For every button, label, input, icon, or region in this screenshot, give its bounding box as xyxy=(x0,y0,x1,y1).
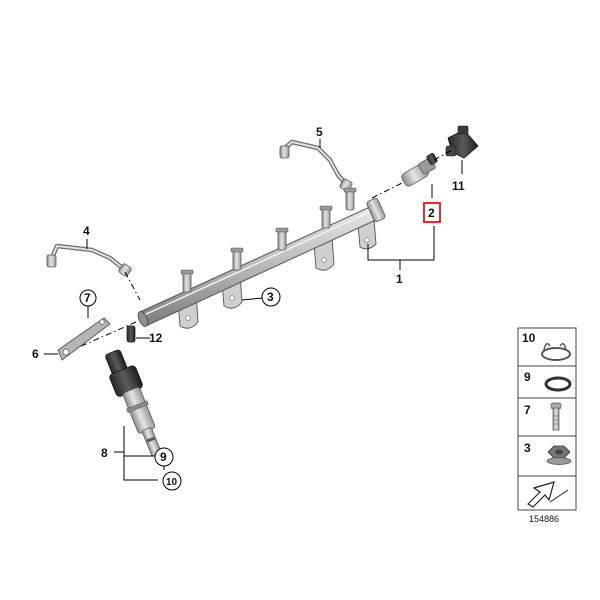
legend-cell-10 xyxy=(517,327,577,367)
direction-arrow-icon xyxy=(527,481,569,508)
assembly-lines xyxy=(69,149,453,352)
legend-cell-9 xyxy=(517,365,577,399)
legend-number-10: 10 xyxy=(522,331,536,345)
leader-lines xyxy=(44,139,463,481)
callout-8: 8 xyxy=(101,446,108,460)
bracket-6 xyxy=(57,317,111,361)
sleeve-12 xyxy=(126,325,136,343)
stud-bolt-icon xyxy=(550,402,562,431)
callout-10-ring xyxy=(162,471,182,491)
hex-nut-icon xyxy=(546,445,572,465)
callout-12: 12 xyxy=(149,331,163,345)
high-pressure-line-4 xyxy=(46,243,132,277)
clamp-ring-icon xyxy=(541,343,571,361)
callout-1: 1 xyxy=(396,272,403,286)
callout-11: 11 xyxy=(452,179,465,193)
legend-number-9: 9 xyxy=(524,370,531,384)
callout-2: 2 xyxy=(428,206,435,220)
callout-4: 4 xyxy=(83,224,90,238)
seal-ring-icon xyxy=(544,376,572,392)
fuel-rail xyxy=(137,187,386,329)
callout-5: 5 xyxy=(316,125,323,139)
legend-cell-7 xyxy=(517,397,577,437)
callout-7: 7 xyxy=(84,291,91,305)
high-pressure-line-5 xyxy=(279,139,353,192)
callout-7-ring xyxy=(79,289,97,307)
fuel-injector xyxy=(105,349,162,457)
callout-2-highlight-box xyxy=(423,202,441,223)
plug-connector xyxy=(445,125,479,159)
pressure-sensor xyxy=(401,153,438,187)
callout-9-ring xyxy=(154,447,174,467)
callout-3: 3 xyxy=(267,290,274,304)
legend-number-7: 7 xyxy=(524,403,531,417)
reference-number: 154886 xyxy=(529,514,559,524)
callout-10: 10 xyxy=(166,477,178,488)
legend-panel: 10 9 7 3 1 xyxy=(517,327,577,524)
legend-number-3: 3 xyxy=(524,441,531,455)
callout-6: 6 xyxy=(32,347,39,361)
callout-3-ring xyxy=(261,287,281,307)
callout-9: 9 xyxy=(160,450,167,464)
